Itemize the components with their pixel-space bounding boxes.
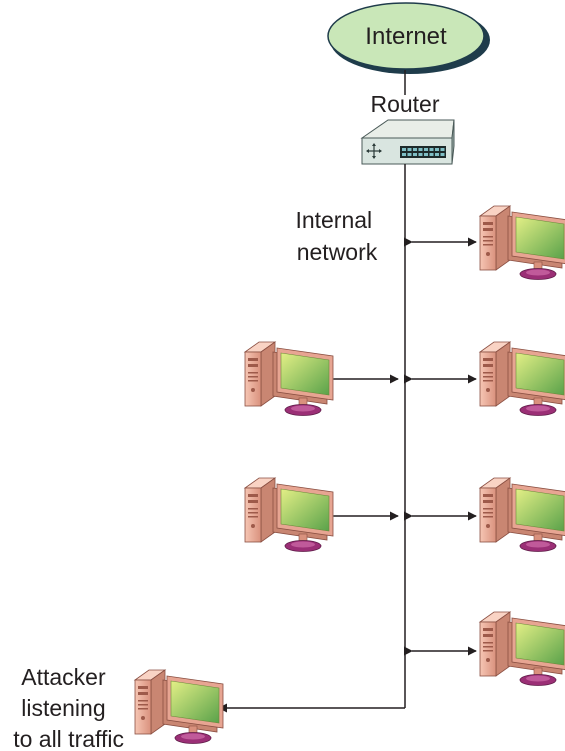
computer-icon-right-3 <box>479 477 565 552</box>
internet-label: Internet <box>365 23 447 50</box>
computer-icon-left-2 <box>244 341 334 416</box>
router-label: Router <box>370 91 439 117</box>
computer-icon-right-4 <box>479 611 565 686</box>
internal-network-label: Internal network <box>295 207 378 265</box>
computer-icon-right-2 <box>479 341 565 416</box>
connectors <box>325 237 477 656</box>
computer-icon-right-1 <box>479 205 565 280</box>
internet-cloud: Internet <box>327 2 490 74</box>
router-icon <box>360 119 455 165</box>
computer-icon-left-3 <box>244 477 334 552</box>
attacker-computer-icon <box>134 669 224 744</box>
attacker-label: Attacker listening to all traffic <box>13 664 124 751</box>
